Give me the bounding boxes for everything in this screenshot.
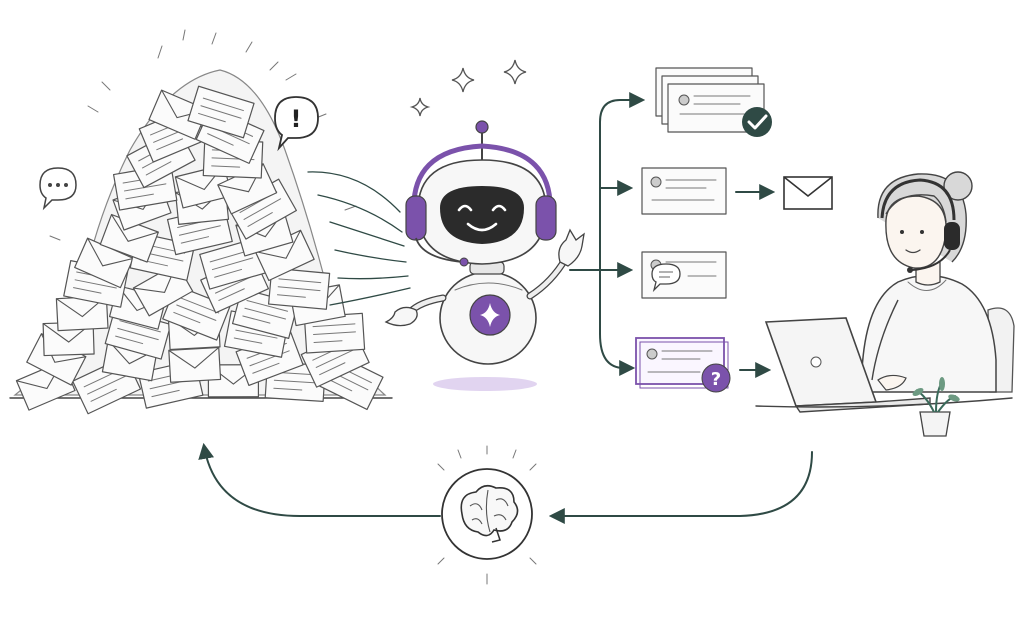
desk-plant [912,377,960,437]
motion-lines [49,29,357,241]
question-icon [701,363,731,393]
feedback-arrow [548,451,813,524]
letter-sheet [267,267,331,310]
question-glyph: ? [711,369,721,390]
glow-rays [437,445,537,585]
chat-bubble-icon [39,167,77,211]
robot-badge-sparkle [480,303,500,327]
route-reply [641,167,833,215]
alert-icon: ! [274,96,319,152]
desk-edge [755,397,1013,408]
route-resolved [655,67,772,137]
retrain-arrow [198,442,441,517]
brain-node [437,445,537,585]
sparkle-icon [409,59,527,117]
brain-icon [460,484,519,543]
route-escalate: ? [635,337,772,393]
letter-sheet [187,85,255,139]
route-arrow-resolved [599,92,646,123]
robot-face-screen [440,186,524,244]
intake-stream [307,171,411,306]
learning-loop [198,442,813,524]
envelope-icon [168,346,222,383]
check-icon [742,107,772,137]
envelope-icon [783,176,833,210]
route-response [641,251,727,299]
support-robot [384,120,585,391]
alert-glyph: ! [291,105,302,133]
laptop [764,317,931,413]
email-pile [9,29,393,415]
routing-branch [569,92,646,376]
route-arrow-escalate [599,333,636,376]
pile-pieces [15,85,384,415]
human-agent [861,171,1015,393]
robot-shadow [433,377,537,391]
